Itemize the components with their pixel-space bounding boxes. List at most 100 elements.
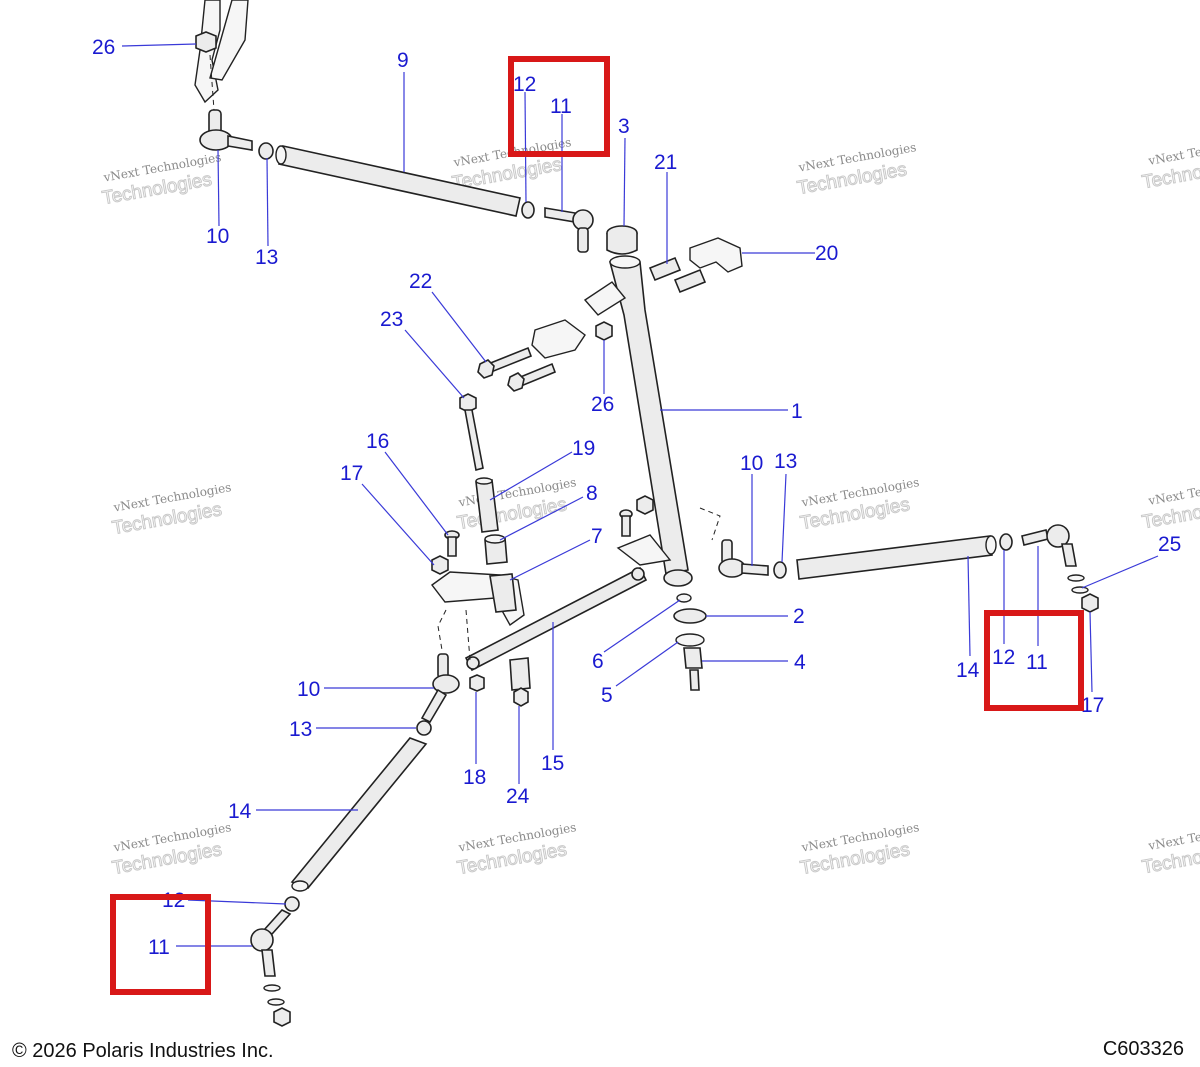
callout-21: 21	[654, 151, 677, 174]
bolt-16	[447, 536, 457, 557]
leader	[1081, 555, 1159, 589]
frame-bracket	[209, 0, 249, 81]
nut-bottom	[273, 1007, 291, 1027]
leader	[967, 555, 971, 657]
leader	[1089, 611, 1093, 693]
washer	[263, 984, 281, 992]
clamp-block	[531, 319, 586, 359]
callout-20: 20	[815, 242, 838, 265]
bushing-24	[509, 657, 531, 691]
spacer-19-top	[475, 477, 493, 485]
leader	[404, 329, 465, 399]
callout-26: 26	[591, 393, 614, 416]
assembly-dash	[699, 507, 721, 541]
stud-4-lower	[689, 669, 700, 691]
leader	[217, 149, 220, 227]
bushing-21	[648, 256, 682, 282]
drag-link-15-eye	[466, 656, 480, 670]
post-lower-bracket	[616, 534, 672, 566]
bolt-22-head	[507, 372, 525, 392]
callout-11: 11	[148, 936, 170, 959]
jam-nut-12-left	[284, 896, 300, 912]
jam-nut-12-right	[999, 533, 1013, 551]
stud-4	[683, 647, 703, 669]
nut	[636, 495, 654, 515]
leader	[509, 539, 591, 581]
callout-5: 5	[601, 684, 613, 707]
tie-rod-end-10-right-shank	[741, 563, 769, 576]
assembly-dash	[437, 609, 447, 651]
callout-15: 15	[541, 752, 564, 775]
steering-post-1-top	[609, 255, 641, 269]
nut-24	[513, 687, 529, 707]
tie-rod-end-11-left	[250, 928, 274, 952]
bolt-22-head	[477, 359, 495, 379]
bushing-8-top	[484, 534, 506, 544]
callout-13: 13	[774, 450, 797, 473]
highlight-box-right	[984, 610, 1084, 711]
callout-layer: 26 9 12 11 3 21 20 10 13 22 23 26 1 16 1…	[92, 36, 1181, 959]
parts-layer	[194, 0, 1099, 1027]
assembly-dash	[465, 609, 471, 661]
washer-2	[673, 608, 707, 624]
diagram-id: C603326	[1102, 1038, 1184, 1060]
tie-rod-end-11-right-shank	[1021, 529, 1049, 546]
leader	[781, 473, 787, 563]
callout-12: 12	[513, 73, 536, 96]
leader	[384, 451, 449, 536]
callout-9: 9	[397, 49, 409, 72]
callout-12: 12	[992, 646, 1015, 669]
callout-4: 4	[794, 651, 806, 674]
callout-1: 1	[791, 400, 803, 423]
callout-2: 2	[793, 605, 805, 628]
callout-14: 14	[956, 659, 980, 682]
nut-17-left	[431, 555, 449, 575]
assembly-dash	[209, 54, 215, 111]
steering-post-1-bottom	[663, 569, 693, 587]
callout-17: 17	[1081, 694, 1104, 717]
callout-11: 11	[1026, 651, 1048, 674]
post-upper-bracket	[583, 281, 627, 316]
washer-25	[1067, 574, 1085, 582]
copyright-notice: © 2026 Polaris Industries Inc.	[12, 1040, 274, 1062]
tie-rod-14-right-end	[985, 535, 997, 555]
leader-lines	[121, 43, 1159, 947]
nut-26-mid	[595, 321, 613, 341]
tie-rod-14-left-end	[291, 880, 309, 892]
leader	[603, 599, 681, 653]
washer	[267, 998, 285, 1006]
callout-10: 10	[297, 678, 320, 701]
callout-10: 10	[740, 452, 763, 475]
callout-26: 26	[92, 36, 115, 59]
leader	[187, 899, 287, 905]
leader	[266, 157, 269, 247]
bracket-20	[689, 237, 743, 273]
nut-18	[469, 674, 485, 692]
bolt-22	[486, 346, 533, 374]
highlight-box-top	[508, 56, 610, 157]
highlight-layer	[110, 56, 1084, 995]
callout-22: 22	[409, 270, 432, 293]
bolt-23-head	[459, 393, 477, 413]
callout-24: 24	[506, 785, 530, 808]
callout-12: 12	[162, 889, 185, 912]
nut-26-top	[195, 31, 217, 53]
leader	[524, 91, 527, 203]
leader	[431, 291, 487, 363]
washer-25	[1071, 586, 1089, 594]
callout-18: 18	[463, 766, 486, 789]
leader	[615, 641, 679, 687]
leader	[499, 496, 584, 541]
tie-rod-end-11-right-stud	[1061, 543, 1077, 567]
callout-17: 17	[340, 462, 363, 485]
bolt-shank	[621, 515, 631, 537]
jam-nut-13-left	[416, 720, 432, 736]
callout-16: 16	[366, 430, 389, 453]
nut-6	[676, 593, 692, 603]
callout-3: 3	[618, 115, 630, 138]
jam-nut-13-top	[258, 142, 274, 160]
tie-rod-end-10-left-shank	[420, 688, 448, 724]
tie-rod-end-11-eye	[572, 209, 594, 231]
callout-6: 6	[592, 650, 604, 673]
